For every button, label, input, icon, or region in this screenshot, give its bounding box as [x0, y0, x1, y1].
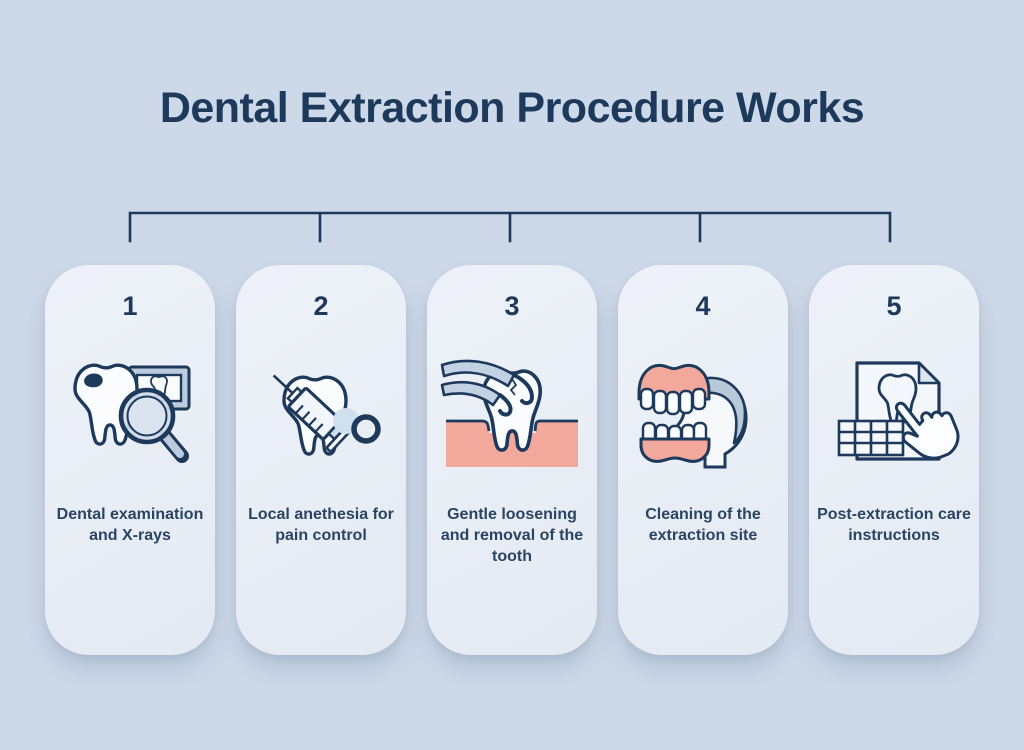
- dentures-face-icon: [628, 322, 778, 504]
- step-card-2: 2: [236, 265, 406, 655]
- step-number: 3: [504, 291, 520, 321]
- step-label: Local anethesia for pain control: [248, 505, 394, 544]
- care-instructions-document-icon: [819, 322, 969, 504]
- step-number: 5: [886, 291, 902, 321]
- step-label: Gentle loosening and removal of the toot…: [440, 505, 584, 565]
- step-card-4: 4: [618, 265, 788, 655]
- step-number: 1: [122, 291, 138, 321]
- steps-row: 1 Dental examination and X-rays 2: [45, 265, 979, 655]
- connector-bracket: [128, 211, 892, 243]
- step-card-3: 3 Gentle loosening and remov: [427, 265, 597, 655]
- tooth-extraction-forceps-icon: [437, 322, 587, 504]
- step-label: Dental examination and X-rays: [56, 505, 204, 544]
- dental-examination-icon: [55, 322, 205, 504]
- step-card-1: 1 Dental examination and X-rays: [45, 265, 215, 655]
- anesthesia-syringe-icon: [246, 322, 396, 504]
- step-label: Post-extraction care instructions: [817, 505, 971, 544]
- step-label: Cleaning of the extraction site: [645, 505, 761, 544]
- step-number: 4: [695, 291, 711, 321]
- step-card-5: 5: [809, 265, 979, 655]
- step-number: 2: [313, 291, 329, 321]
- page-title: Dental Extraction Procedure Works: [159, 84, 865, 132]
